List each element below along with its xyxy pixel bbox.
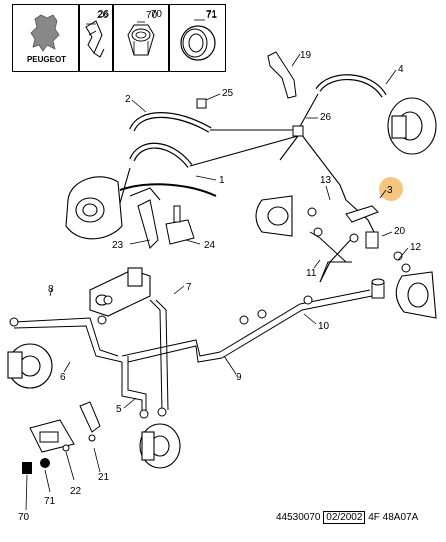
bracket-24[interactable] <box>165 205 195 245</box>
bracket-19[interactable] <box>267 51 297 99</box>
callout-70[interactable]: 70 <box>18 512 30 523</box>
caliper-front-left[interactable] <box>65 176 123 240</box>
hex-nut-icon <box>127 24 155 56</box>
callout-4[interactable]: 4 <box>398 64 404 75</box>
callout-71-header: 71 <box>206 10 218 21</box>
junction-26[interactable] <box>292 125 304 137</box>
callout-25[interactable]: 25 <box>222 88 234 99</box>
callout-19[interactable]: 19 <box>300 50 312 61</box>
callout-70-header: 70 <box>146 10 158 21</box>
brand-logo-box: PEUGEOT <box>12 4 79 72</box>
compensator-valve[interactable] <box>89 267 151 317</box>
callout-2[interactable]: 2 <box>125 94 131 105</box>
callout-26-header: 26 <box>97 10 109 21</box>
footer-reference: 44530070 02/2002 4F 48A07A <box>276 511 419 524</box>
fitting-20[interactable] <box>345 205 379 249</box>
leader-lines <box>25 19 409 511</box>
peugeot-lion-icon <box>30 14 60 52</box>
washer-71[interactable] <box>40 458 50 468</box>
callout-21[interactable]: 21 <box>98 472 110 483</box>
callout-13[interactable]: 13 <box>320 175 332 186</box>
clip-right-upper[interactable] <box>255 195 293 237</box>
disc-rear-left[interactable] <box>7 343 53 389</box>
header-part-70-callout: 70 <box>150 9 162 20</box>
callout-3[interactable]: 3 <box>387 185 393 196</box>
clip-right-lower[interactable] <box>395 271 437 319</box>
header-part-26-callout: 26 <box>97 9 109 20</box>
wheel-cylinder-right[interactable] <box>371 278 385 299</box>
bracket-21-22[interactable] <box>29 401 101 453</box>
disc-front-right[interactable] <box>387 97 437 155</box>
callout-22[interactable]: 22 <box>70 486 82 497</box>
header-part-26[interactable]: 26 <box>79 4 113 72</box>
callout-20[interactable]: 20 <box>394 226 406 237</box>
header-part-70[interactable]: 70 <box>113 4 169 72</box>
callout-8[interactable]: 8 <box>48 284 54 295</box>
footer-ref-number: 44530070 <box>276 512 321 523</box>
callout-10[interactable]: 10 <box>318 321 330 332</box>
footer-date: 02/2002 <box>323 511 366 524</box>
callout-24[interactable]: 24 <box>204 240 216 251</box>
callout-12[interactable]: 12 <box>410 242 422 253</box>
hose-clip-icon <box>85 20 105 58</box>
callout-6[interactable]: 6 <box>60 372 66 383</box>
bracket-23[interactable] <box>137 199 159 249</box>
rigid-pipes-lower <box>13 231 373 414</box>
hose-4[interactable] <box>315 74 387 98</box>
header-part-71[interactable]: 71 <box>169 4 226 72</box>
hose-1[interactable] <box>129 142 193 168</box>
pipe-ends[interactable] <box>9 207 411 419</box>
callout-9[interactable]: 9 <box>236 372 242 383</box>
callout-26[interactable]: 26 <box>320 112 332 123</box>
callout-5[interactable]: 5 <box>116 404 122 415</box>
header-part-71-callout: 71 <box>205 9 217 20</box>
washer-icon <box>180 25 216 61</box>
callout-1[interactable]: 1 <box>219 175 225 186</box>
hose-2[interactable] <box>129 112 212 133</box>
part-25-square[interactable] <box>196 98 207 109</box>
callout-7[interactable]: 7 <box>186 282 192 293</box>
brand-name: PEUGEOT <box>26 55 67 64</box>
footer-code: 4F 48A07A <box>368 512 419 523</box>
callout-3-highlight <box>379 177 403 201</box>
disc-rear-right-lower[interactable] <box>139 423 181 469</box>
nut-70[interactable] <box>22 462 32 474</box>
callout-23[interactable]: 23 <box>112 240 124 251</box>
callout-11[interactable]: 11 <box>306 268 317 279</box>
callout-71[interactable]: 71 <box>44 496 56 507</box>
